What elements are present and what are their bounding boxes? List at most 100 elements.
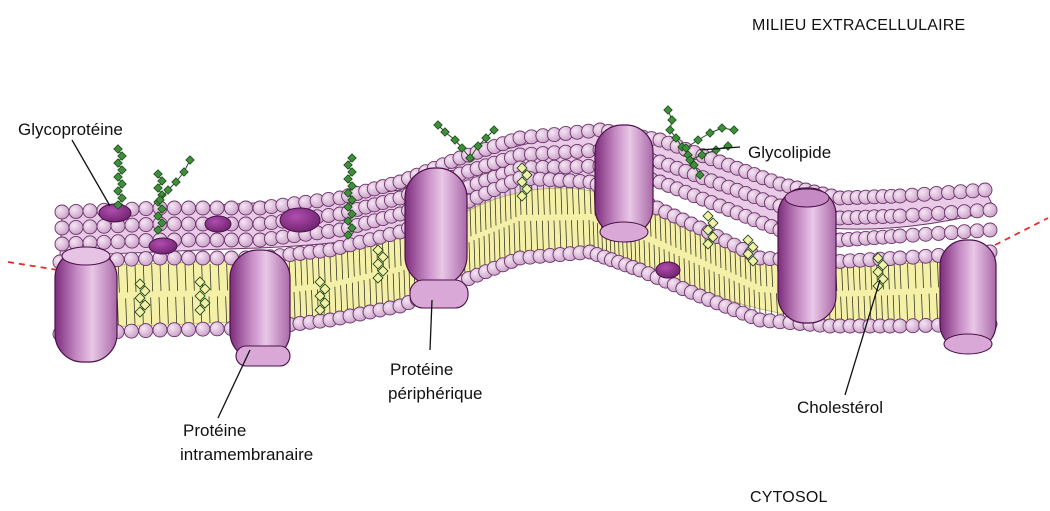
phospholipid-head [893,209,907,223]
phospholipid-head [182,201,196,215]
glycoprotein-dome [280,208,320,232]
sugar-unit [348,168,356,176]
phospholipid-head [210,322,224,336]
phospholipid-head [196,251,210,265]
integral-protein [778,188,836,323]
sugar-unit [114,173,122,181]
phospholipid-head [55,237,69,251]
phospholipid-head [139,218,153,232]
phospholipid-head [239,217,253,231]
phospholipid-head [932,206,946,220]
phospholipid-head [167,323,181,337]
label-peripheral-line2: périphérique [388,384,483,403]
phospholipid-head [124,324,138,338]
phospholipid-head [139,252,153,266]
sugar-unit [114,145,122,153]
sugar-unit [664,106,672,114]
phospholipid-head [69,220,83,234]
sugar-unit [154,170,162,178]
sugar-unit [718,124,726,132]
phospholipid-head [182,322,196,336]
phospholipid-head [919,249,933,263]
phospholipid-head [906,250,920,264]
peripheral-protein [405,168,468,308]
phospholipid-head [210,233,224,247]
phospholipid-head [182,233,196,247]
sugar-unit [158,177,166,185]
phospholipid-head [944,226,958,240]
phospholipid-head [970,224,984,238]
phospholipid-head [167,201,181,215]
phospholipid-head [125,218,139,232]
cut-line-right [995,218,1048,245]
phospholipid-head [239,233,253,247]
region-cytosol: CYTOSOL [750,489,828,506]
phospholipid-head [983,223,997,237]
sugar-unit [666,126,674,134]
label-intramembrane-line1: Protéine [183,421,246,440]
glycoprotein-dome [656,262,680,278]
leader-glycoprotein [72,140,110,206]
phospholipid-head [224,233,238,247]
sugar-unit [668,116,676,124]
phospholipid-head [906,208,920,222]
sugar-unit [118,152,126,160]
sugar-unit [694,136,702,144]
label-cholesterol: Cholestérol [797,398,883,417]
phospholipid-head [932,226,946,240]
phospholipid-head [893,319,907,333]
glycoprotein-dome [149,238,177,254]
phospholipid-head [139,202,153,216]
phospholipid-head [893,229,907,243]
label-glycoprotein: Glycoprotéine [18,120,123,139]
phospholipid-head [978,183,992,197]
integral-protein [55,247,117,362]
sugar-unit [186,156,194,164]
sugar-unit [118,194,126,202]
phospholipid-head [125,234,139,248]
phospholipid-head [97,235,111,249]
phospholipid-head [224,201,238,215]
sugar-unit [344,175,352,183]
phospholipid-head [957,225,971,239]
sugar-unit [344,161,352,169]
phospholipid-head [893,251,907,265]
phospholipid-head [196,322,210,336]
sugar-unit [118,166,126,174]
label-glycolipid: Glycolipide [748,143,831,162]
sugar-unit [114,187,122,195]
phospholipid-head [919,207,933,221]
phospholipid-head [167,217,181,231]
phospholipid-head [83,204,97,218]
integral-protein [595,125,653,242]
phospholipid-head [196,233,210,247]
phospholipid-head [124,252,138,266]
phospholipid-head [153,323,167,337]
phospholipid-head [919,318,933,332]
region-extracellular: MILIEU EXTRACELLULAIRE [752,17,965,34]
phospholipid-head [196,201,210,215]
phospholipid-head [906,228,920,242]
sugar-unit [730,126,738,134]
phospholipid-head [182,251,196,265]
phospholipid-head [182,217,196,231]
phospholipid-head [83,220,97,234]
phospholipid-head [55,205,69,219]
phospholipid-head [944,206,958,220]
phospholipid-head [239,201,253,215]
phospholipid-head [210,201,224,215]
phospholipid-head [55,221,69,235]
sugar-unit [706,129,714,137]
phospholipid-head [970,204,984,218]
phospholipid-head [957,205,971,219]
phospholipid-head [919,227,933,241]
sugar-unit [348,154,356,162]
phospholipid-head [139,324,153,338]
phospholipid-head [906,319,920,333]
cut-line-left [8,262,58,270]
integral-protein-intramembrane [230,250,290,366]
sugar-unit [154,184,162,192]
glycoprotein-dome [205,216,231,232]
